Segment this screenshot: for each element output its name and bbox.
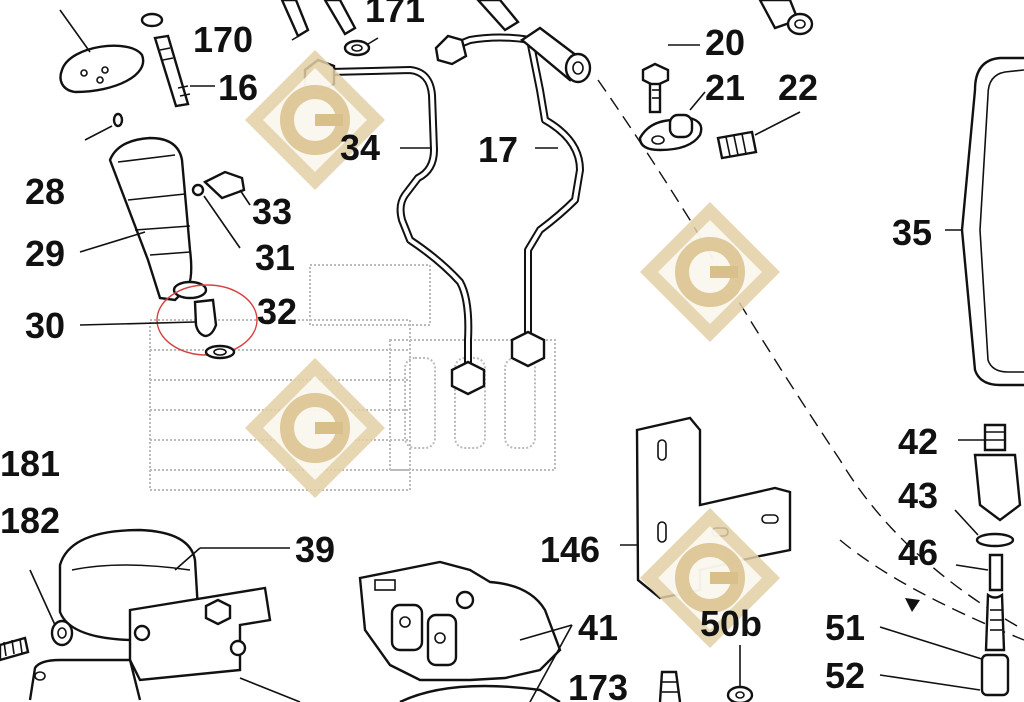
label-35: 35	[892, 212, 932, 253]
label-28: 28	[25, 171, 65, 212]
label-34: 34	[340, 127, 380, 168]
label-33: 33	[252, 191, 292, 232]
label-32: 32	[257, 291, 297, 332]
pin-170	[280, 0, 357, 41]
label-46: 46	[898, 532, 938, 573]
fitting-50b	[726, 645, 754, 702]
callout-labels: 170 171 16 20 21 22 34 17 28 33 29 31 35…	[0, 0, 938, 702]
label-31: 31	[255, 237, 295, 278]
label-146: 146	[540, 529, 600, 570]
label-30: 30	[25, 305, 65, 346]
label-42: 42	[898, 421, 938, 462]
label-39: 39	[295, 529, 335, 570]
label-52: 52	[825, 655, 865, 696]
label-170: 170	[193, 19, 253, 60]
label-43: 43	[898, 475, 938, 516]
label-173: 173	[568, 667, 628, 702]
washer-171	[343, 37, 379, 57]
nozzle-30	[79, 284, 258, 360]
stud-16	[140, 12, 215, 108]
banjo-fitting	[519, 26, 592, 84]
union-33	[191, 170, 251, 249]
filter-pump-39	[0, 528, 301, 702]
o-ring-28	[84, 112, 124, 141]
spacer-22	[716, 111, 801, 160]
clamp-21	[638, 91, 706, 152]
label-181: 181	[0, 443, 60, 484]
label-41: 41	[578, 607, 618, 648]
label-51: 51	[825, 607, 865, 648]
label-171: 171	[365, 0, 425, 30]
return-line	[597, 79, 1024, 631]
fuel-pipe-17	[434, 33, 584, 368]
cover-plate	[59, 9, 145, 94]
label-20: 20	[705, 22, 745, 63]
fitting-173	[658, 670, 682, 702]
label-22: 22	[778, 67, 818, 108]
valve-assembly	[879, 423, 1022, 697]
screw-20	[641, 44, 700, 114]
flow-arrow	[905, 598, 920, 612]
label-50b: 50b	[700, 603, 762, 644]
watermark-logo	[245, 50, 780, 648]
label-17: 17	[478, 129, 518, 170]
label-182: 182	[0, 500, 60, 541]
label-21: 21	[705, 67, 745, 108]
injector-29	[79, 136, 208, 302]
fuel-tank-35	[945, 56, 1024, 387]
label-16: 16	[218, 67, 258, 108]
label-29: 29	[25, 233, 65, 274]
top-right-fittings	[476, 0, 814, 36]
filter-head-41	[358, 560, 573, 702]
